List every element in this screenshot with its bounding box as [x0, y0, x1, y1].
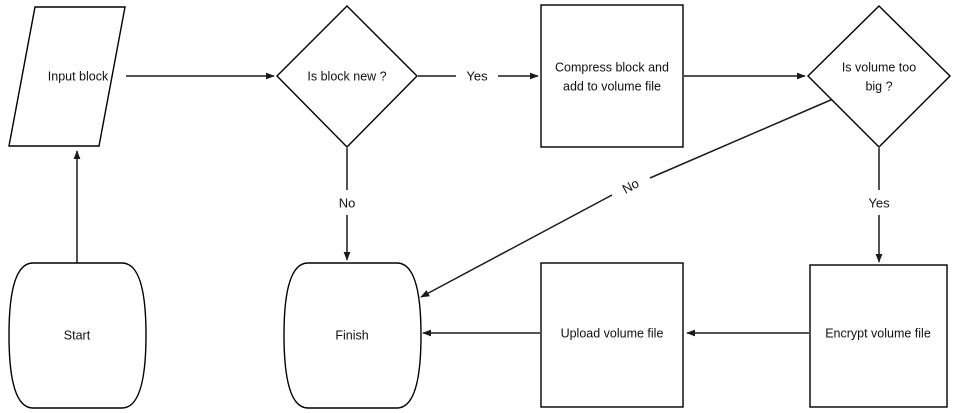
is-volume-too-big-label-line1: Is volume too: [842, 60, 916, 74]
start-label: Start: [64, 328, 91, 342]
encrypt-volume-file-label: Encrypt volume file: [825, 326, 931, 340]
edge-label-is-volume-too-big-yes: Yes: [868, 195, 890, 210]
compress-block-label-line2: add to volume file: [563, 79, 661, 93]
edge-label-is-block-new-no: No: [339, 195, 356, 210]
edge-label-is-volume-too-big-no: No: [620, 176, 642, 197]
is-block-new-shape: [276, 5, 418, 148]
finish-shape: [283, 262, 422, 409]
compress-block-label-line1: Compress block and: [555, 60, 669, 74]
input-block-shape: [8, 6, 126, 147]
input-block-label: Input block: [48, 69, 109, 83]
node-is-volume-too-big[interactable]: Is volume too big ?: [807, 5, 951, 148]
connector-layer: [73, 72, 883, 337]
is-volume-too-big-label-line2: big ?: [865, 79, 892, 93]
edge-label-layer: Yes No Yes No: [339, 68, 890, 210]
is-block-new-label: Is block new ?: [307, 69, 386, 83]
node-upload-volume-file[interactable]: Upload volume file: [540, 262, 684, 408]
node-compress-block[interactable]: Compress block and add to volume file: [540, 4, 684, 148]
node-input-block[interactable]: Input block: [8, 6, 126, 147]
encrypt-volume-file-shape: [809, 264, 948, 408]
node-start[interactable]: Start: [8, 262, 147, 409]
compress-block-shape: [540, 4, 684, 148]
finish-label: Finish: [335, 328, 368, 342]
is-volume-too-big-shape: [807, 5, 951, 148]
edge-label-is-block-new-yes: Yes: [466, 68, 488, 83]
start-shape: [8, 262, 147, 409]
upload-volume-file-label: Upload volume file: [561, 326, 664, 340]
upload-volume-file-shape: [540, 262, 684, 408]
edge-is-volume-too-big-no-seg2: [420, 194, 613, 298]
edge-is-volume-too-big-no-seg1: [649, 98, 834, 179]
node-encrypt-volume-file[interactable]: Encrypt volume file: [809, 264, 948, 408]
node-is-block-new[interactable]: Is block new ?: [276, 5, 418, 148]
node-finish[interactable]: Finish: [283, 262, 422, 409]
